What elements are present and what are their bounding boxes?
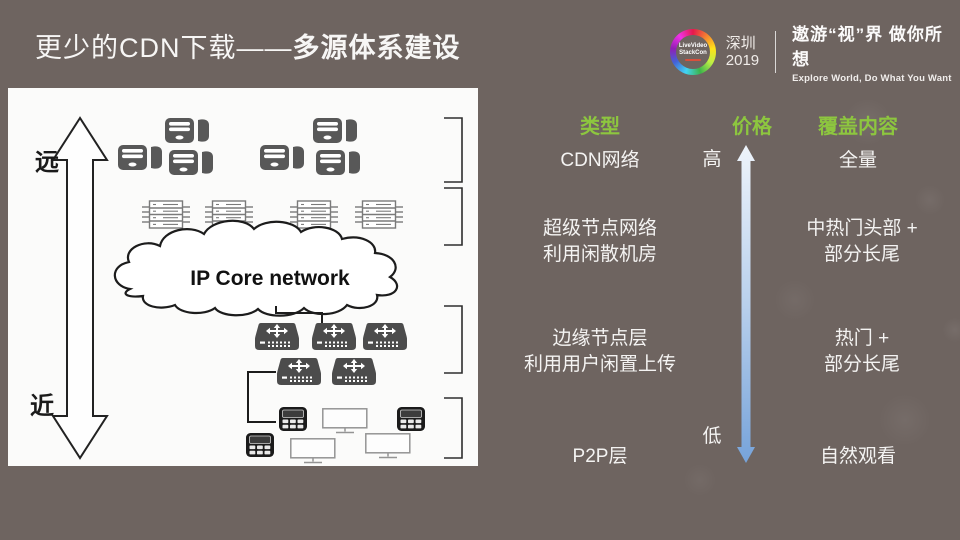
phone-icon bbox=[278, 406, 308, 432]
distance-arrow bbox=[51, 116, 109, 460]
switch-icon bbox=[331, 357, 377, 386]
col-header-coverage: 覆盖内容 bbox=[818, 116, 898, 138]
supernode-type-line2: 利用闲散机房 bbox=[542, 244, 658, 265]
supernode-coverage-line1: 中热门头部 + bbox=[806, 218, 918, 239]
supernode-type-line1: 超级节点网络 bbox=[542, 218, 658, 239]
cdn-server-cluster bbox=[118, 118, 360, 175]
edge-type-line1: 边缘节点层 bbox=[552, 328, 648, 349]
server-icon bbox=[316, 150, 360, 175]
price-gradient-arrow bbox=[737, 145, 755, 463]
row-supernode-coverage: 中热门头部 + 部分长尾 bbox=[806, 216, 917, 268]
logo-divider bbox=[775, 31, 777, 73]
slogan-cn: 遨游“视”界 做你所想 bbox=[792, 25, 943, 69]
slide-title: 更少的CDN下载——多源体系建设 bbox=[35, 26, 461, 65]
monitor-icon bbox=[365, 433, 411, 459]
row-supernode-type: 超级节点网络 利用闲散机房 bbox=[543, 216, 657, 268]
edge-coverage-line2: 部分长尾 bbox=[823, 354, 901, 375]
row-cdn-coverage: 全量 bbox=[838, 150, 878, 171]
switch-icon bbox=[362, 322, 408, 351]
edge-switch-layer bbox=[254, 322, 408, 386]
rack-icon bbox=[354, 200, 404, 229]
rack-icon bbox=[141, 200, 191, 229]
bracket-p2p bbox=[444, 397, 463, 459]
server-icon bbox=[169, 150, 213, 175]
slogan-en: Explore World, Do What You Want bbox=[792, 73, 952, 84]
server-icon bbox=[165, 118, 209, 143]
logo-dash bbox=[685, 59, 701, 61]
price-high-label: 高 bbox=[702, 149, 722, 170]
far-label: 远 bbox=[35, 149, 59, 176]
switch-icon bbox=[276, 357, 322, 386]
bracket-cdn bbox=[444, 117, 463, 183]
phone-icon bbox=[245, 432, 275, 458]
monitor-icon bbox=[322, 408, 368, 434]
row-edge-coverage: 热门 + 部分长尾 bbox=[824, 326, 900, 378]
row-cdn-type: CDN网络 bbox=[560, 150, 640, 171]
slide-title-bold: 多源体系建设 bbox=[292, 33, 461, 63]
row-edge-type: 边缘节点层 利用用户闲置上传 bbox=[524, 326, 676, 378]
logo-line1: LiveVideo bbox=[678, 43, 708, 49]
supernode-coverage-line2: 部分长尾 bbox=[823, 244, 900, 265]
near-label: 近 bbox=[30, 393, 54, 420]
logo-city: 深圳 bbox=[725, 35, 756, 52]
row-p2p-coverage: 自然观看 bbox=[819, 446, 897, 467]
col-header-price: 价格 bbox=[732, 116, 772, 138]
logo-year: 2019 bbox=[725, 52, 760, 69]
switch-icon bbox=[254, 322, 300, 351]
edge-type-line2: 利用用户闲置上传 bbox=[523, 354, 677, 375]
logo-line2: StackCon bbox=[679, 50, 707, 56]
p2p-device-layer bbox=[245, 406, 426, 464]
network-diagram-panel: 远 近 IP Core network bbox=[8, 88, 478, 466]
switch-to-device-connector bbox=[247, 371, 276, 423]
monitor-icon bbox=[290, 438, 336, 464]
logo-ring-icon: LiveVideo StackCon bbox=[670, 29, 716, 75]
price-low-label: 低 bbox=[702, 426, 722, 447]
phone-icon bbox=[396, 406, 426, 432]
edge-coverage-line1: 热门 + bbox=[834, 328, 890, 349]
switch-icon bbox=[311, 322, 357, 351]
network-diagram: 远 近 IP Core network bbox=[30, 116, 463, 464]
grouping-brackets bbox=[444, 117, 463, 459]
row-p2p-type: P2P层 bbox=[572, 446, 628, 467]
logo-ring-text: LiveVideo StackCon bbox=[676, 35, 710, 69]
logo-slogan: 遨游“视”界 做你所想 Explore World, Do What You W… bbox=[792, 20, 960, 84]
cloud-to-switch-connector bbox=[275, 306, 323, 324]
server-icon bbox=[260, 145, 304, 170]
ip-core-cloud: IP Core network bbox=[113, 219, 399, 317]
cloud-label: IP Core network bbox=[190, 267, 350, 290]
col-header-type: 类型 bbox=[580, 116, 620, 138]
bracket-edge bbox=[444, 305, 463, 374]
conference-logo: LiveVideo StackCon 深圳 2019 遨游“视”界 做你所想 E… bbox=[670, 20, 960, 84]
logo-city-year: 深圳 2019 bbox=[726, 35, 759, 69]
server-icon bbox=[313, 118, 357, 143]
rack-icon bbox=[289, 200, 339, 229]
comparison-table: 类型 价格 覆盖内容 CDN网络 高 全量 超级节点网络 利用闲散机房 中热门头… bbox=[520, 105, 950, 505]
bracket-supernode bbox=[444, 187, 463, 246]
server-icon bbox=[118, 145, 162, 170]
slide-title-regular: 更少的CDN下载—— bbox=[35, 33, 293, 63]
